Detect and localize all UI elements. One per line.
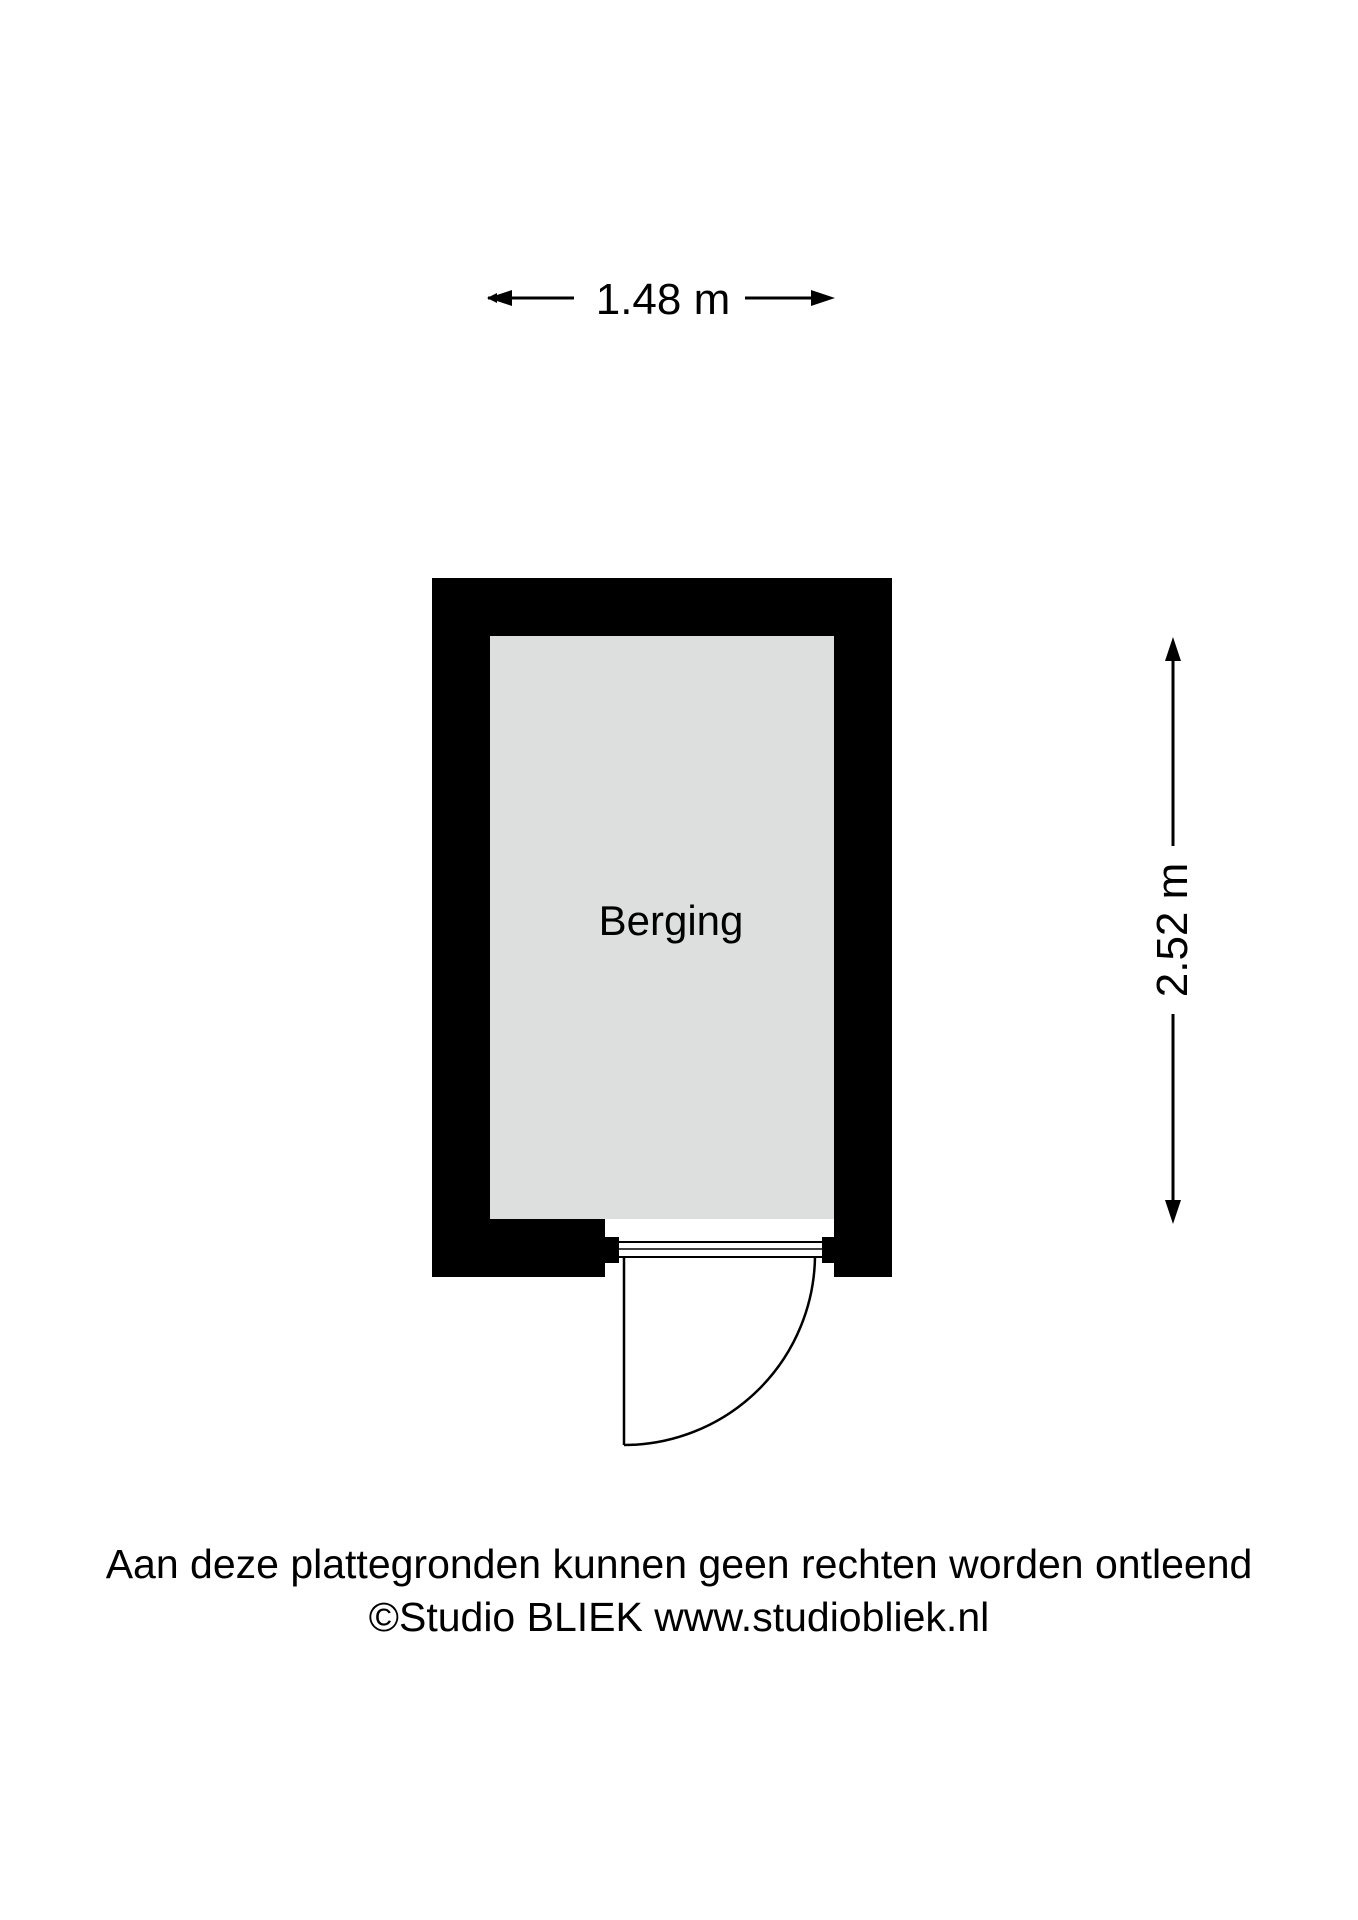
door-swing-arc: [623, 1256, 817, 1447]
height-dimension-bottom-arrowhead: [1165, 1200, 1181, 1224]
width-dimension-left-arrowhead: [488, 290, 512, 306]
wall-left-top-right: [432, 578, 892, 1277]
door-frame: [605, 1237, 834, 1263]
width-dimension-label: 1.48 m: [596, 275, 731, 324]
width-dimension: 1.48 m: [487, 275, 835, 324]
width-dimension-right-arrowhead: [811, 290, 835, 306]
door-jamb-left: [605, 1237, 619, 1263]
room-walls: [432, 578, 892, 1277]
disclaimer-text: Aan deze plattegronden kunnen geen recht…: [105, 1541, 1253, 1587]
door-jamb-right: [822, 1237, 834, 1263]
door-swing: [622, 1256, 817, 1447]
room-label: Berging: [599, 897, 744, 944]
height-dimension-label: 2.52 m: [1148, 863, 1197, 998]
room-floor: [490, 636, 834, 1219]
height-dimension: 2.52 m: [1148, 637, 1197, 1224]
door-opening: [605, 1219, 834, 1277]
copyright-text: ©Studio BLIEK www.studiobliek.nl: [368, 1594, 990, 1640]
height-dimension-top-arrowhead: [1165, 637, 1181, 661]
